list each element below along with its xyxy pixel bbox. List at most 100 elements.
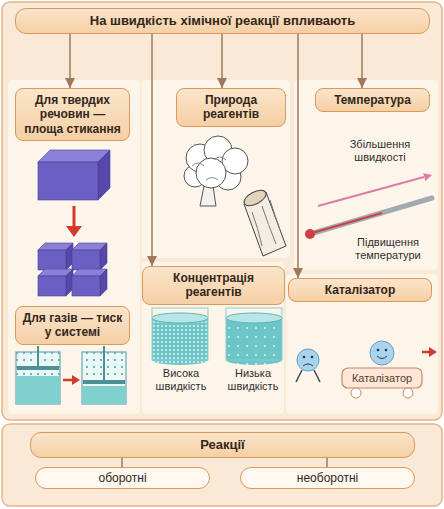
- node-text: Температура: [322, 93, 423, 107]
- split-cubes: [72, 276, 100, 296]
- gas-cylinders: [83, 380, 125, 384]
- node-text: Для твердих речовин — площа стикання: [22, 93, 123, 136]
- annotation: Висока швидкість: [144, 367, 218, 393]
- connector-arrow: [69, 34, 71, 88]
- gas-cylinders: [103, 346, 105, 380]
- explosion-cloud: [196, 158, 226, 188]
- catalyst-cart: [422, 351, 430, 354]
- header-box: На швидкість хімічної реакції впливають: [15, 8, 430, 34]
- factor-box: Концентрація реагентів: [142, 266, 285, 305]
- connector-arrow: [361, 34, 363, 88]
- type-box: оборотні: [35, 467, 210, 489]
- solid-cube: [38, 150, 110, 200]
- catalyst-cart: [351, 388, 361, 398]
- connector-arrow: [221, 34, 223, 88]
- node-text: необоротні: [247, 471, 408, 485]
- explosion-cloud: [192, 157, 226, 180]
- thermometer: [305, 198, 432, 239]
- node-text: Реакції: [39, 437, 406, 453]
- catalyst-cart: [403, 388, 413, 398]
- concentration-cylinders: [152, 318, 208, 360]
- solid-cube: [38, 162, 98, 200]
- gas-cylinders: [16, 346, 126, 404]
- concentration-cylinders: [152, 308, 208, 360]
- split-cubes: [38, 243, 107, 296]
- split-arrow: [66, 226, 82, 237]
- sad-molecule: [314, 370, 320, 382]
- sad-molecule: [303, 364, 313, 366]
- wood-log: [242, 187, 269, 209]
- speed-arrow: [423, 173, 432, 181]
- sad-molecule: [296, 349, 320, 382]
- catalyst-cart: [342, 368, 422, 388]
- wood-log: [252, 200, 280, 246]
- catalyst-cart: [377, 356, 387, 359]
- catalyst-cart: [370, 341, 394, 365]
- gas-cylinders: [37, 346, 39, 366]
- split-cubes: [72, 250, 100, 270]
- speed-arrow: [318, 177, 424, 206]
- sad-molecule: [311, 356, 314, 359]
- factor-box: Для газів — тиск у системі: [15, 306, 130, 345]
- sad-molecule: [303, 356, 306, 359]
- catalyst-cart: [429, 347, 437, 357]
- factor-box: Каталізатор: [288, 278, 432, 302]
- thermometer: [305, 229, 315, 239]
- solid-cube: [38, 150, 110, 162]
- concentration-cylinders: [226, 318, 282, 360]
- factor-box: Температура: [315, 88, 430, 112]
- concentration-cylinders: [152, 308, 282, 365]
- split-cubes: [100, 243, 107, 270]
- node-text: На швидкість хімічної реакції впливають: [24, 13, 421, 29]
- split-arrow: [66, 206, 82, 237]
- node-text: Каталізатор: [295, 283, 425, 297]
- node-text: Для газів — тиск у системі: [22, 311, 123, 340]
- thermometer: [312, 213, 382, 233]
- node-text: Природа реагентів: [183, 93, 279, 122]
- node-text: Концентрація реагентів: [149, 271, 278, 300]
- panel-ground: [294, 80, 438, 270]
- split-cubes: [38, 276, 66, 296]
- background-frame: [2, 2, 442, 420]
- background-frame: [2, 424, 442, 506]
- gas-cylinders: [17, 366, 59, 370]
- factor-box: Для твердих речовин — площа стикання: [15, 88, 130, 141]
- split-cubes: [100, 269, 107, 296]
- annotation: Підвищення температури: [340, 236, 436, 262]
- wood-log: [242, 187, 286, 256]
- split-arrow: [73, 206, 76, 228]
- connector-arrow: [121, 458, 123, 467]
- split-cubes: [38, 250, 66, 270]
- concentration-cylinders: [226, 308, 282, 360]
- annotation: Збільшення швидкості: [333, 138, 427, 164]
- connector-arrow: [297, 34, 299, 278]
- catalyst-cart: [377, 349, 380, 352]
- category-band: Реакції: [30, 432, 415, 458]
- cart-label: Каталізатор: [342, 368, 422, 388]
- concentration-cylinders: [226, 313, 282, 323]
- gas-cylinders: [16, 376, 60, 404]
- explosion-cloud: [184, 136, 248, 206]
- concentration-cylinders: [152, 313, 208, 323]
- connector-arrow: [326, 458, 328, 467]
- gas-cylinders: [63, 379, 73, 382]
- thermometer: [310, 198, 432, 234]
- sad-molecule: [296, 370, 302, 382]
- type-box: необоротні: [240, 467, 415, 489]
- annotation: Низька швидкість: [218, 367, 288, 393]
- factor-box: Природа реагентів: [176, 88, 286, 127]
- catalyst-cart: [385, 349, 388, 352]
- explosion-cloud: [200, 186, 216, 206]
- panel-ground: [286, 274, 438, 414]
- gas-cylinders: [72, 375, 80, 385]
- gas-cylinders: [82, 386, 126, 404]
- panel-ground: [8, 80, 140, 414]
- solid-cube: [98, 150, 110, 200]
- connector-arrow: [151, 34, 153, 266]
- sad-molecule: [297, 349, 319, 371]
- catalyst-cart: [342, 341, 437, 398]
- node-text: оборотні: [42, 471, 203, 485]
